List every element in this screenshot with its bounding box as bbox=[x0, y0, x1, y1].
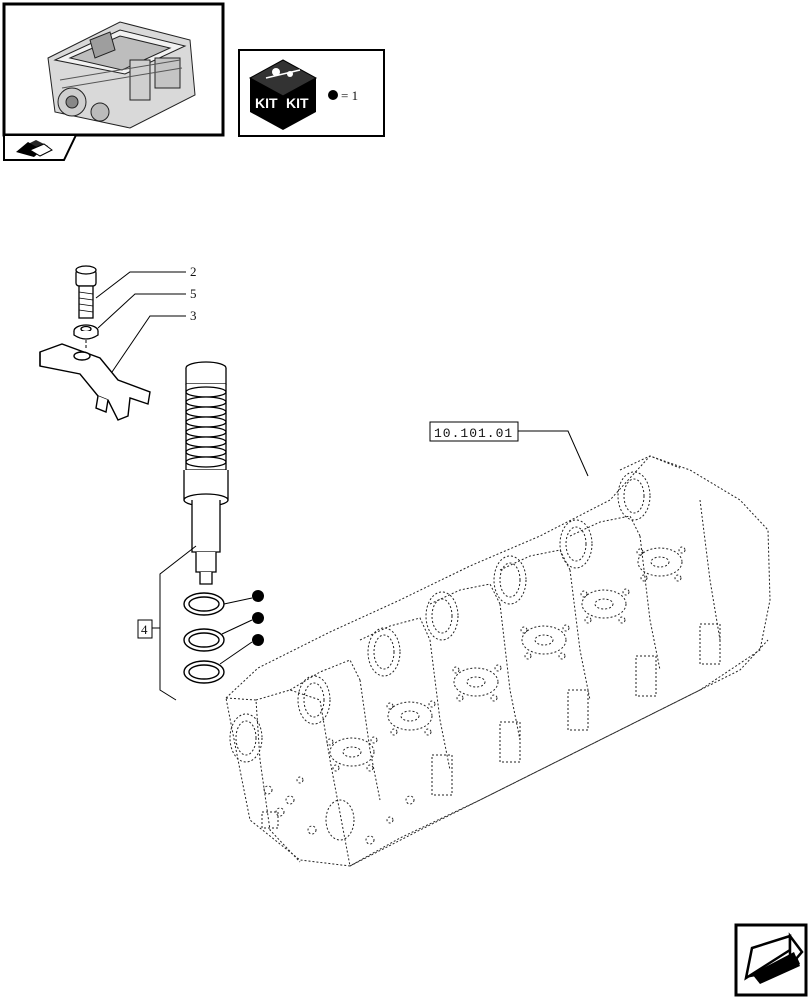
cylinder-head-ports bbox=[229, 471, 651, 841]
reference-group-code: 10.101.01 bbox=[434, 426, 513, 441]
kit-dot-icon bbox=[252, 634, 264, 646]
kit-dot-icon bbox=[252, 612, 264, 624]
injector-part[interactable] bbox=[183, 361, 229, 585]
callout-4-box bbox=[137, 619, 153, 639]
leader-lines-top bbox=[95, 271, 186, 373]
next-page-arrow-icon bbox=[744, 932, 804, 984]
callout-item-3: 3 bbox=[190, 308, 197, 323]
kit-label-right: KIT bbox=[286, 95, 309, 111]
next-page-button[interactable] bbox=[734, 923, 808, 997]
kit-dot-markers bbox=[252, 590, 264, 646]
kit-dot-legend-text: = 1 bbox=[341, 88, 358, 103]
callout-item-4: 4 bbox=[141, 622, 148, 637]
engine-block-icon bbox=[47, 21, 196, 129]
cylinder-head-injector-bores bbox=[261, 546, 686, 845]
engine-thumbnail[interactable] bbox=[2, 2, 225, 137]
nav-tab[interactable] bbox=[3, 134, 78, 161]
kit-label-left: KIT bbox=[255, 95, 278, 111]
o-ring-seals[interactable] bbox=[183, 592, 225, 684]
reference-label[interactable]: 10.101.01 bbox=[429, 421, 589, 477]
kit-legend-box: KIT KIT = 1 bbox=[238, 49, 385, 137]
callout-item-5: 5 bbox=[190, 286, 197, 301]
washer-part[interactable] bbox=[73, 324, 99, 340]
o-ring-leaders bbox=[219, 597, 253, 665]
cylinder-head-phantom bbox=[225, 455, 771, 867]
kit-dot-icon bbox=[252, 590, 264, 602]
callout-4-leader bbox=[152, 545, 197, 701]
kit-dot-icon bbox=[328, 90, 338, 100]
bolt-part[interactable] bbox=[75, 265, 97, 319]
clamp-bracket-part[interactable] bbox=[39, 343, 151, 421]
callout-item-2: 2 bbox=[190, 264, 197, 279]
book-page-icon bbox=[16, 140, 53, 157]
kit-box-icon: KIT KIT bbox=[248, 59, 318, 130]
